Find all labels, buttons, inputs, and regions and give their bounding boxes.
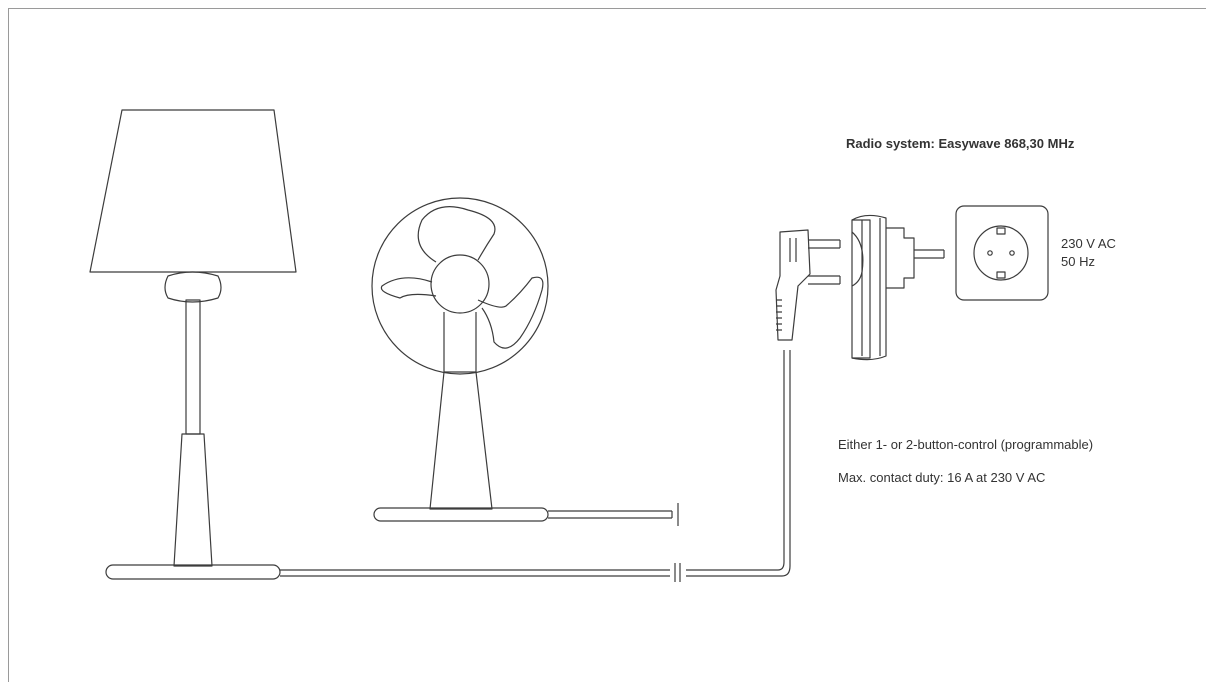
receiver-button [851,231,864,287]
plug-assembly [686,229,841,577]
receiver-edge [861,218,881,356]
plug-body [775,229,811,341]
wall-socket-ground-bottom [996,271,1006,279]
radio-system-label: Radio system: Easywave 868,30 MHz [846,136,1075,151]
plug-pins [808,239,841,285]
fan-neck [443,312,477,372]
fan-blade-left [380,277,437,299]
fan-blade-top [417,206,496,263]
lamp-column [173,433,213,567]
wall-socket [955,205,1049,301]
fan-guard [371,197,549,375]
wall-socket-hole-left [987,250,993,256]
lamp-cable-break [674,563,681,582]
fan-blade-right [477,276,544,349]
voltage-label: 230 V AC [1061,236,1116,251]
wall-socket-ground-top [996,227,1006,235]
plug-cable [686,350,791,577]
lamp-cable [280,569,670,577]
wall-socket-hole-right [1009,250,1015,256]
fan-cable [548,510,673,519]
fan-base [373,507,549,522]
diagram-frame [8,8,1206,682]
table-fan [371,197,679,526]
lamp-stem [185,299,201,435]
plug-grip [776,299,782,331]
receiver-housing [851,214,887,361]
lamp-base [105,564,281,580]
receiver-socket [886,227,915,289]
lamp-bulb-socket [164,271,222,303]
wall-socket-plate [955,205,1049,301]
lamp-shade [89,109,297,273]
receiver-housing-left [851,219,871,359]
control-mode-label: Either 1- or 2-button-control (programma… [838,437,1094,452]
fan-hub [430,254,490,314]
fan-stand [429,371,493,510]
contact-duty-label: Max. contact duty: 16 A at 230 V AC [838,470,1046,485]
plug-ribs [789,238,797,262]
table-lamp [89,109,681,582]
wall-socket-outlet [973,225,1029,281]
frequency-label: 50 Hz [1061,254,1095,269]
radio-receiver [851,214,945,361]
receiver-pins [914,249,945,259]
